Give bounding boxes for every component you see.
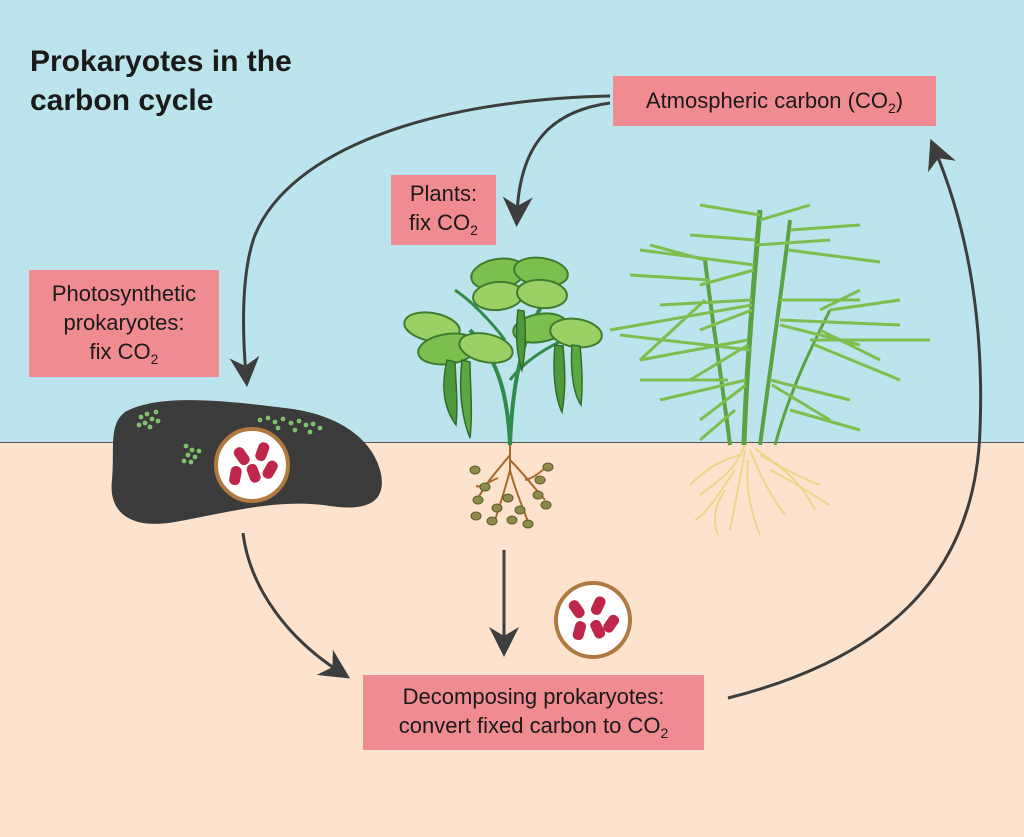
- page-title: Prokaryotes in the carbon cycle: [30, 42, 292, 120]
- atmospheric-subscript: 2: [887, 100, 896, 116]
- roots-icon: [469, 445, 554, 529]
- grass-plant-icon: [609, 203, 930, 446]
- photo-subscript: 2: [150, 351, 159, 367]
- plants-label: Plants: fix CO2: [391, 175, 496, 245]
- decomp-subscript: 2: [660, 725, 669, 741]
- decomp-line-2-text: convert fixed carbon to CO: [398, 713, 661, 738]
- plants-line-2-text: fix CO: [409, 210, 471, 235]
- photo-line-3-text: fix CO: [89, 339, 151, 364]
- photo-line-2: prokaryotes:: [63, 310, 185, 335]
- bacteria-icon: [214, 427, 290, 503]
- atmospheric-suffix: ): [895, 88, 904, 113]
- photo-line-3: fix CO2: [29, 337, 219, 366]
- roots-icon: [689, 444, 831, 536]
- plants-subscript: 2: [470, 222, 478, 238]
- plants-line-1: Plants:: [409, 181, 478, 206]
- cyanobacteria-icon: [136, 409, 323, 465]
- bean-plant-icon: [403, 256, 603, 446]
- decomp-line-1: Decomposing prokaryotes:: [402, 684, 665, 709]
- photo-line-1: Photosynthetic: [51, 281, 197, 306]
- atmospheric-carbon-text: Atmospheric carbon (CO2): [613, 86, 936, 115]
- decomposing-prokaryotes-label: Decomposing prokaryotes: convert fixed c…: [363, 675, 704, 750]
- arrow-icon: [229, 94, 983, 700]
- atmospheric-text: Atmospheric carbon (CO: [645, 88, 888, 113]
- photosynthetic-prokaryotes-label: Photosynthetic prokaryotes: fix CO2: [29, 270, 219, 377]
- atmospheric-carbon-label: Atmospheric carbon (CO2): [613, 76, 936, 126]
- bacteria-icon: [554, 581, 632, 659]
- title-line-1: Prokaryotes in the: [30, 45, 292, 78]
- plants-line-2: fix CO2: [391, 208, 496, 237]
- title-line-2: carbon cycle: [30, 84, 214, 117]
- decomp-line-2: convert fixed carbon to CO2: [363, 711, 704, 740]
